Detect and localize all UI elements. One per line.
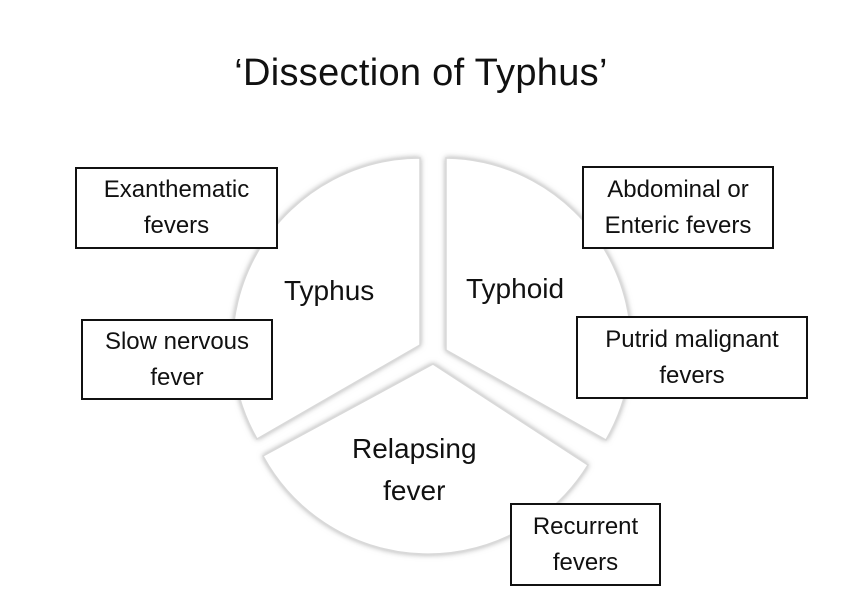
exanthematic-line2: fevers bbox=[143, 212, 210, 239]
recurrent-line1: Recurrent bbox=[532, 512, 639, 540]
typhoid-label: Typhoid bbox=[466, 273, 565, 304]
recurrent-line2: fevers bbox=[552, 548, 619, 576]
diagram-title: ‘Dissection of Typhus’ bbox=[234, 52, 608, 94]
putrid-line1: Putrid malignant bbox=[605, 325, 779, 353]
typhus-label: Typhus bbox=[284, 275, 375, 306]
relapsing-label-line2: fever bbox=[383, 475, 446, 506]
relapsing-fever-label: Relapsing fever bbox=[352, 428, 477, 512]
slow-nervous-fever-box: Slow nervous fever bbox=[81, 319, 273, 400]
putrid-malignant-fevers-box: Putrid malignant fevers bbox=[576, 316, 808, 399]
slow-nervous-line1: Slow nervous bbox=[104, 327, 250, 355]
putrid-line2: fevers bbox=[659, 361, 725, 389]
abdominal-line1: Abdominal or bbox=[607, 175, 749, 203]
relapsing-label-line1: Relapsing bbox=[352, 433, 477, 464]
recurrent-fevers-box: Recurrent fevers bbox=[510, 503, 661, 586]
exanthematic-line1: Exanthematic bbox=[103, 176, 250, 203]
exanthematic-fevers-box: Exanthematic fevers bbox=[75, 167, 278, 249]
slow-nervous-line2: fever bbox=[150, 363, 204, 391]
abdominal-enteric-fevers-box: Abdominal or Enteric fevers bbox=[582, 166, 774, 249]
abdominal-line2: Enteric fevers bbox=[604, 211, 752, 239]
